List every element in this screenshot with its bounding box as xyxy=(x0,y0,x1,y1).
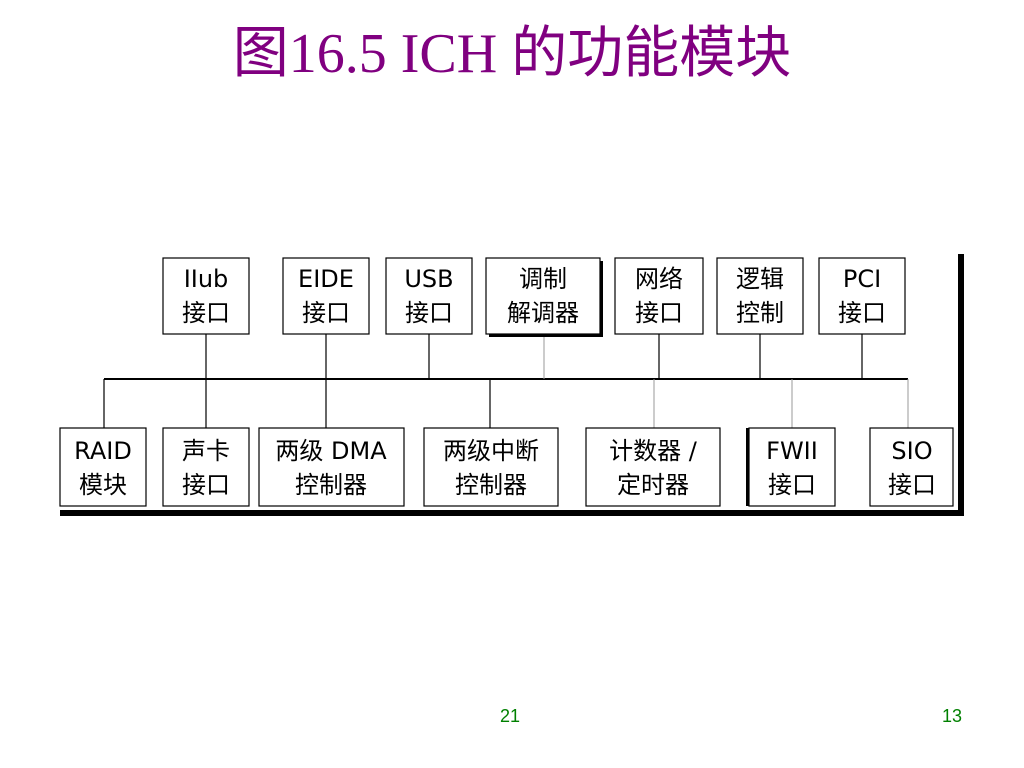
module-pci-interface: PCI 接口 xyxy=(818,257,906,335)
module-interrupt-line1: 两级中断 xyxy=(443,437,539,465)
module-sio-line1: SIO xyxy=(891,437,932,465)
module-hub-line1: IIub xyxy=(184,265,229,293)
module-timer-line2: 定时器 xyxy=(617,471,689,499)
frame-right-edge xyxy=(958,254,964,516)
slide-title: 图16.5 ICH 的功能模块 xyxy=(232,23,792,85)
module-hub-interface: IIub 接口 xyxy=(162,257,250,335)
module-raid: RAID 模块 xyxy=(59,427,147,507)
module-hub-line2: 接口 xyxy=(182,299,230,327)
module-sio-interface: SIO 接口 xyxy=(869,427,954,507)
module-dma-line2: 控制器 xyxy=(295,471,367,499)
module-eide-line1: EIDE xyxy=(298,265,354,293)
module-timer-line1: 计数器 / xyxy=(609,437,698,465)
module-usb-line1: USB xyxy=(404,265,453,293)
module-network-line2: 接口 xyxy=(635,299,683,327)
module-fwii-interface: FWII 接口 xyxy=(746,427,836,507)
module-raid-line2: 模块 xyxy=(79,471,127,499)
module-pci-line2: 接口 xyxy=(838,299,886,327)
module-pci-line1: PCI xyxy=(843,265,881,293)
module-sound-line1: 声卡 xyxy=(182,437,230,465)
module-fwii-line1: FWII xyxy=(766,437,818,465)
module-interrupt-controller: 两级中断 控制器 xyxy=(423,427,559,507)
page-number-center: 21 xyxy=(500,706,521,726)
module-modem: 调制 解调器 xyxy=(485,257,603,337)
module-modem-line2: 解调器 xyxy=(507,299,579,327)
module-usb-line2: 接口 xyxy=(405,299,453,327)
module-usb-interface: USB 接口 xyxy=(385,257,473,335)
module-modem-line1: 调制 xyxy=(519,265,567,293)
module-raid-line1: RAID xyxy=(74,437,132,465)
page-number-right: 13 xyxy=(942,706,963,726)
module-network-interface: 网络 接口 xyxy=(614,257,704,335)
module-logic-control: 逻辑 控制 xyxy=(716,257,804,335)
module-sound-line2: 接口 xyxy=(182,471,230,499)
module-sio-line2: 接口 xyxy=(888,471,936,499)
module-sound-interface: 声卡 接口 xyxy=(162,427,250,507)
module-interrupt-line2: 控制器 xyxy=(455,471,527,499)
module-eide-line2: 接口 xyxy=(302,299,350,327)
module-logic-line1: 逻辑 xyxy=(736,265,784,293)
module-dma-line1: 两级 DMA xyxy=(275,437,387,465)
frame-bottom-edge xyxy=(60,510,964,516)
module-network-line1: 网络 xyxy=(635,265,683,293)
module-dma-controller: 两级 DMA 控制器 xyxy=(258,427,405,507)
module-eide-interface: EIDE 接口 xyxy=(282,257,370,335)
module-counter-timer: 计数器 / 定时器 xyxy=(585,427,721,507)
module-fwii-line2: 接口 xyxy=(768,471,816,499)
module-logic-line2: 控制 xyxy=(736,299,784,327)
